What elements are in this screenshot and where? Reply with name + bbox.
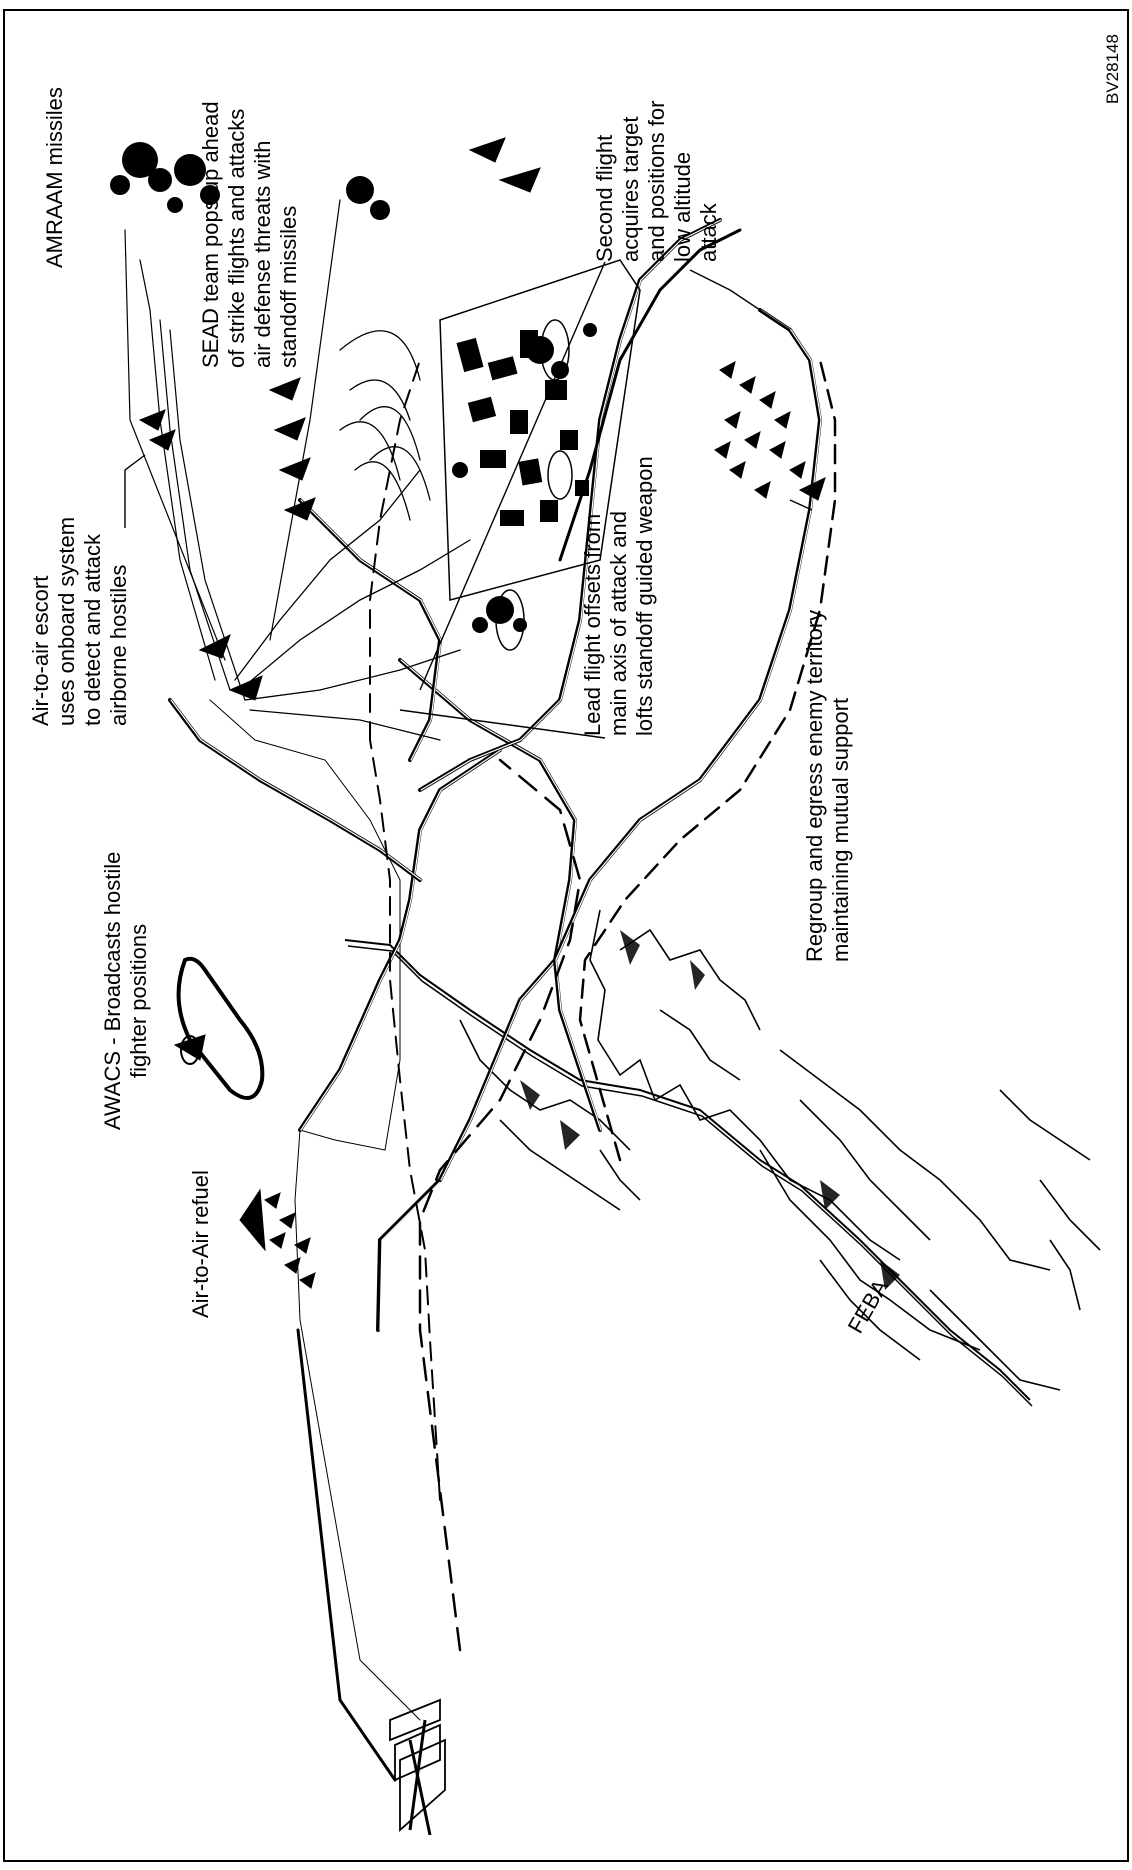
- label-second-flight-line: acquires target: [618, 116, 643, 262]
- label-escort: Air-to-air escort uses onboard system to…: [28, 517, 131, 726]
- label-second-flight-line: low altitude: [670, 152, 695, 262]
- label-sead-line: SEAD team pops up ahead: [198, 101, 223, 368]
- label-regroup-line: Regroup and egress enemy territory: [802, 610, 827, 962]
- label-lead-flight-line: lofts standoff guided weapon: [632, 456, 657, 736]
- label-sead: SEAD team pops up ahead of strike flight…: [198, 101, 301, 368]
- mountain-shading: [520, 930, 900, 1290]
- flight-paths: [125, 200, 835, 1780]
- label-amraam: AMRAAM missiles: [42, 87, 67, 268]
- label-second-flight-line: and positions for: [644, 101, 669, 262]
- label-escort-line: airborne hostiles: [106, 565, 131, 726]
- label-regroup-line: maintaining mutual support: [828, 698, 853, 962]
- label-regroup: Regroup and egress enemy territory maint…: [802, 610, 853, 962]
- label-refuel: Air-to-Air refuel: [188, 1170, 213, 1318]
- label-awacs-line: AWACS - Broadcasts hostile: [100, 852, 125, 1130]
- label-awacs-line: fighter positions: [126, 924, 151, 1078]
- label-feba: FEBA: [843, 1275, 894, 1338]
- label-sead-line: air defense threats with: [250, 141, 275, 368]
- label-second-flight: Second flight acquires target and positi…: [592, 101, 721, 262]
- feba-line: [345, 940, 1032, 1406]
- label-lead-flight-line: main axis of attack and: [606, 511, 631, 736]
- label-second-flight-line: Second flight: [592, 135, 617, 262]
- label-escort-line: uses onboard system: [54, 517, 79, 726]
- explosion-markers: [110, 142, 569, 633]
- label-awacs: AWACS - Broadcasts hostile fighter posit…: [100, 852, 151, 1130]
- label-sead-line: standoff missiles: [276, 206, 301, 368]
- awacs-orbit: [179, 959, 263, 1098]
- figure-id-text: BV28148: [1103, 34, 1122, 104]
- label-second-flight-line: attack: [696, 202, 721, 262]
- label-refuel-line: Air-to-Air refuel: [188, 1170, 213, 1318]
- label-feba-text: FEBA: [843, 1275, 894, 1338]
- label-escort-line: Air-to-air escort: [28, 576, 53, 726]
- label-sead-line: of strike flights and attacks: [224, 109, 249, 368]
- figure-id: BV28148: [1103, 34, 1122, 104]
- label-lead-flight-line: Lead flight offsets from: [580, 514, 605, 736]
- label-amraam-line: AMRAAM missiles: [42, 87, 67, 268]
- label-escort-line: to detect and attack: [80, 533, 105, 726]
